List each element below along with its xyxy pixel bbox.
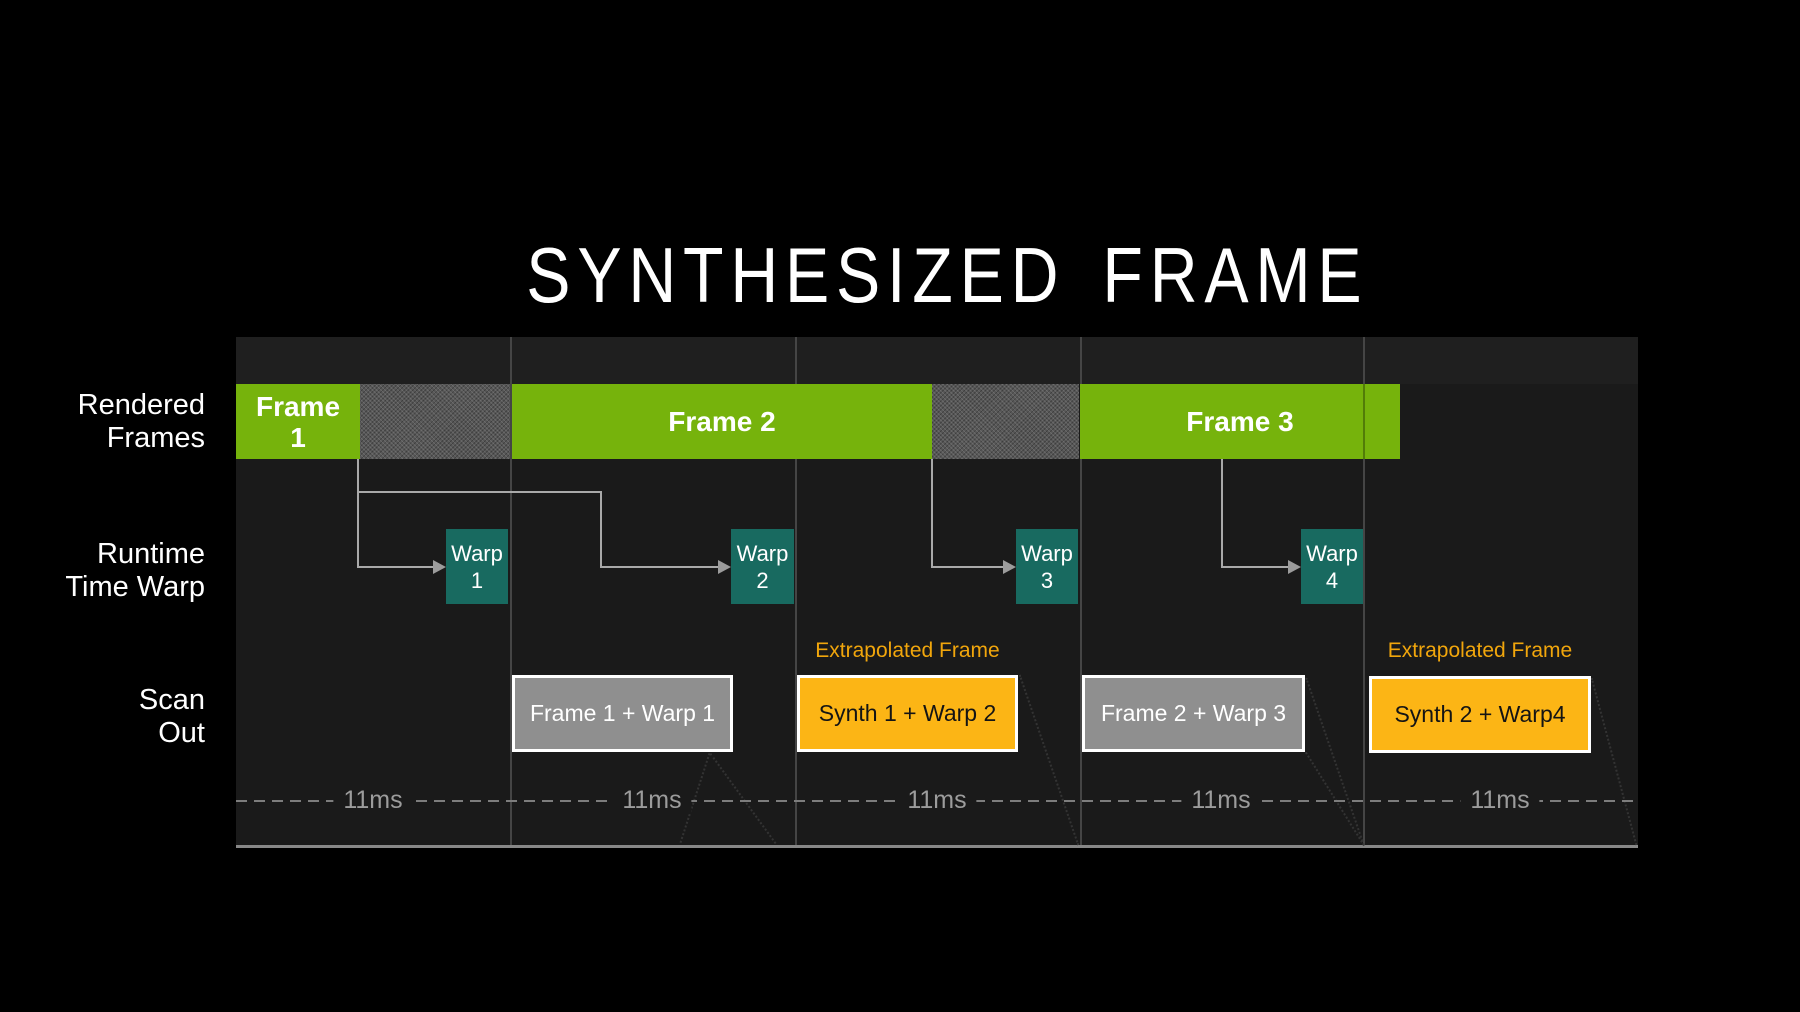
warp-2-label-line: 2 (756, 567, 769, 593)
streak-line (709, 753, 777, 844)
axis-interval-label-4: 11ms (1181, 786, 1261, 814)
row-label-scan-out: Scan Out (0, 684, 205, 750)
row-label-rendered-frames: Rendered Frames (0, 389, 205, 455)
scanout-box-synth2-warp4: Synth 2 + Warp4 (1369, 676, 1591, 753)
stale-frame-hatch-2 (932, 384, 1079, 459)
stale-frame-hatch-1 (360, 384, 510, 459)
frame-1-bar: Frame 1 (236, 384, 360, 459)
arrowhead-warp4-icon (1288, 560, 1301, 574)
connector-frame3-warp4-vertical (1221, 459, 1223, 567)
arrowhead-warp2-icon (718, 560, 731, 574)
warp-1-box: Warp 1 (446, 529, 508, 604)
extrapolated-frame-tag-2: Extrapolated Frame (1387, 639, 1573, 662)
connector-frame1-warp2-horizontal-upper (357, 491, 602, 493)
gridline-seam-over-frame-3 (1363, 384, 1365, 459)
gridline-4 (1363, 337, 1365, 845)
streak-line (1590, 677, 1638, 846)
row-label-runtime-time-warp: Runtime Time Warp (0, 538, 205, 604)
axis-interval-label-2: 11ms (612, 786, 692, 814)
streak-line (1305, 677, 1365, 846)
scanout-box-frame1-warp1: Frame 1 + Warp 1 (512, 675, 733, 752)
arrowhead-warp1-icon (433, 560, 446, 574)
warp-4-label-line: 4 (1325, 567, 1339, 593)
warp-3-label-line: Warp (1021, 540, 1073, 566)
frame-1-label-line: 1 (290, 421, 306, 453)
frame-2-label: Frame 2 (668, 406, 776, 437)
scanout-box-frame2-warp3: Frame 2 + Warp 3 (1082, 675, 1305, 752)
axis-interval-label-5: 11ms (1460, 786, 1540, 814)
frame-3-bar: Frame 3 (1080, 384, 1400, 459)
warp-1-label-line: Warp (451, 540, 503, 566)
row-label-line: Scan (138, 684, 205, 716)
scanout-box-synth1-warp2: Synth 1 + Warp 2 (797, 675, 1018, 752)
connector-frame1-warp2-vertical (600, 491, 602, 568)
connector-frame3-warp4-horizontal (1221, 566, 1295, 568)
warp-3-box: Warp 3 (1016, 529, 1078, 604)
row-label-line: Runtime (97, 538, 205, 570)
timeline-panel: Frame 1 Frame 2 Frame 3 Warp 1 (236, 337, 1638, 848)
row-label-line: Frames (106, 422, 205, 454)
warp-3-label-line: 3 (1040, 567, 1054, 593)
warp-2-box: Warp 2 (731, 529, 794, 604)
warp-2-label-line: Warp (736, 540, 789, 566)
slide-title: SYNTHESIZED FRAME (452, 236, 1361, 314)
row-label-line: Rendered (77, 389, 205, 421)
axis-interval-label-1: 11ms (333, 786, 413, 814)
row-label-line: Time Warp (65, 571, 205, 603)
slide-title-text: SYNTHESIZED FRAME (526, 231, 1369, 319)
connector-frame2-warp3-vertical (931, 459, 933, 567)
panel-top-strip (236, 337, 1638, 384)
gridline-1 (510, 337, 512, 845)
frame-3-label: Frame 3 (1186, 406, 1294, 437)
frame-2-bar: Frame 2 (512, 384, 932, 459)
gridline-2 (795, 337, 797, 845)
warp-4-box: Warp 4 (1301, 529, 1363, 604)
row-label-line: Out (158, 717, 205, 749)
frame-1-label-line: Frame (255, 390, 341, 422)
warp-4-label-line: Warp (1306, 540, 1358, 566)
connector-frame1-warp1-horizontal (357, 566, 439, 568)
connector-frame2-warp3-horizontal (931, 566, 1010, 568)
extrapolated-frame-tag-1: Extrapolated Frame (815, 639, 1000, 662)
arrowhead-warp3-icon (1003, 560, 1016, 574)
connector-frame1-warp2-horizontal-lower (600, 566, 725, 568)
axis-interval-label-3: 11ms (897, 786, 977, 814)
warp-1-label-line: 1 (470, 567, 484, 593)
streak-line (1018, 674, 1080, 846)
connector-frame1-warp1-vertical (357, 459, 359, 567)
gridline-3 (1080, 337, 1082, 845)
